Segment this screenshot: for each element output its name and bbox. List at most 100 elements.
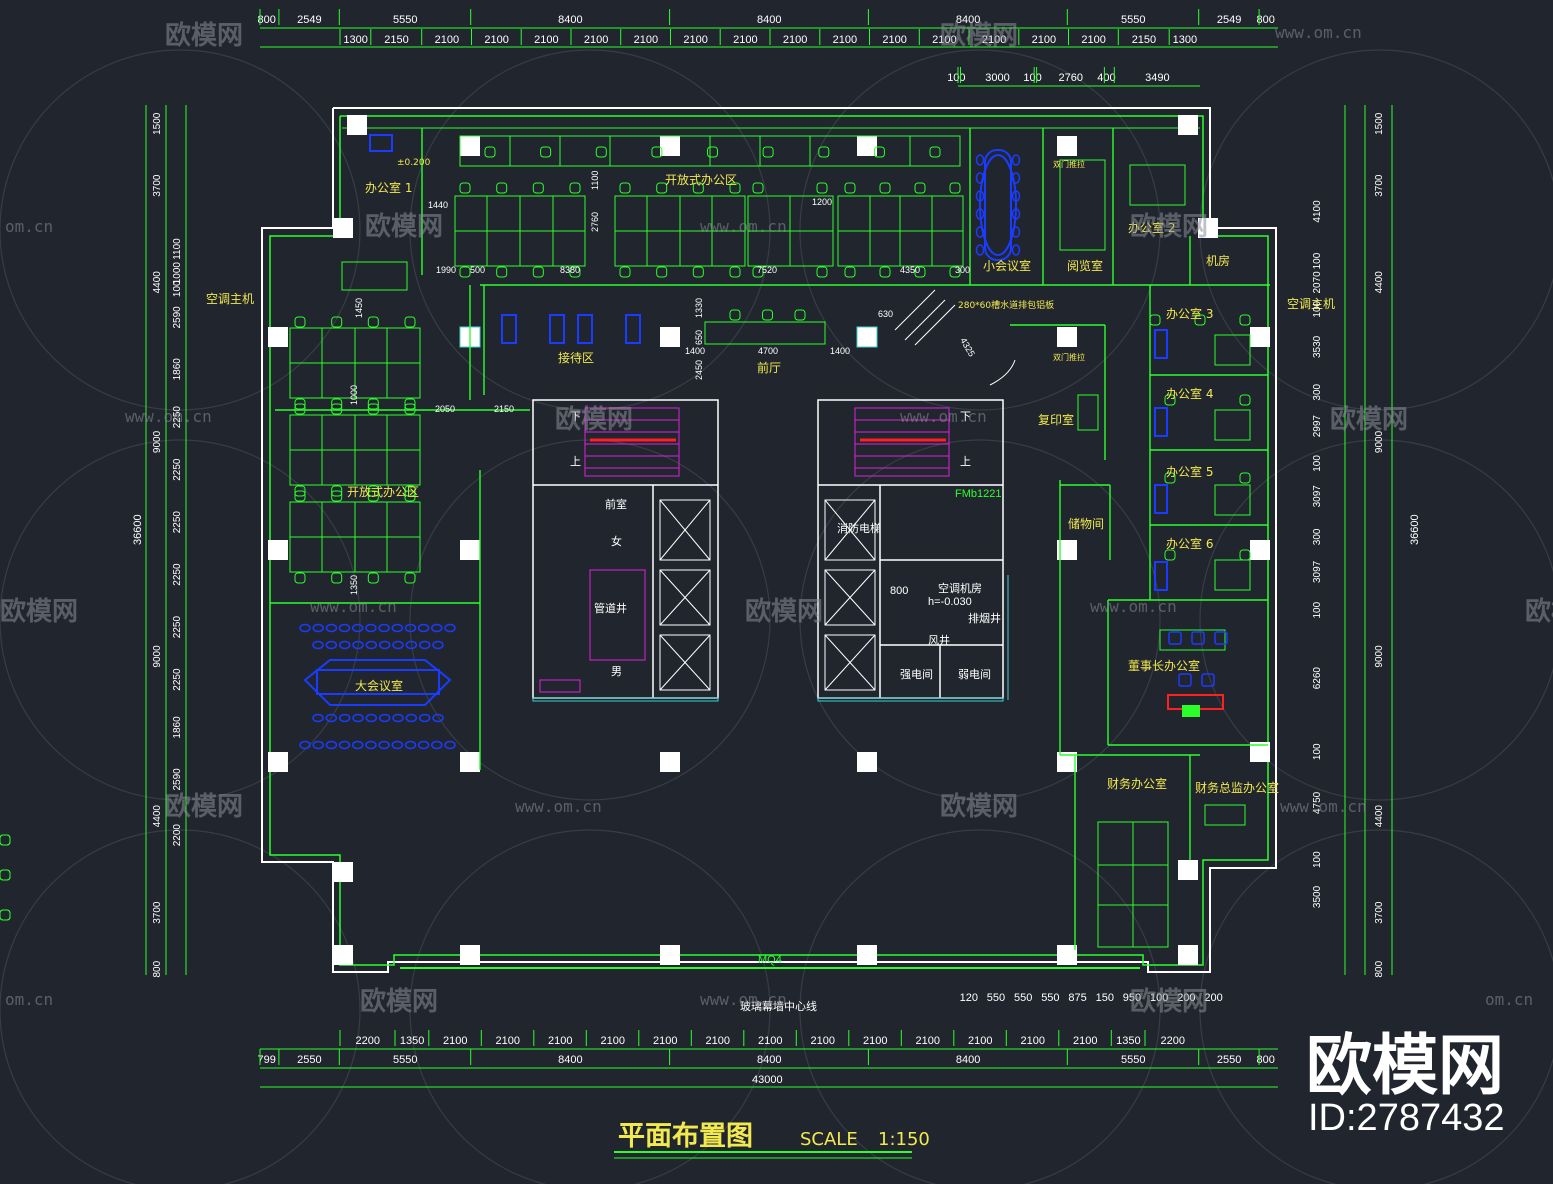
watermark-rings bbox=[0, 49, 1553, 1184]
dim-top_row2-5: 2100 bbox=[584, 34, 608, 46]
dim-bottom_row1-5: 2100 bbox=[601, 1035, 625, 1047]
dim-left_inner-7: 2250 bbox=[172, 511, 183, 534]
dim-top_row2-14: 2100 bbox=[1032, 34, 1056, 46]
dim-right_outer-5: 4400 bbox=[1374, 805, 1385, 828]
dim-2760: 2760 bbox=[590, 212, 600, 232]
label-female: 女 bbox=[611, 534, 622, 548]
brand-block: 欧模网 ID:2787432 bbox=[1306, 1027, 1505, 1139]
label-copy: 复印室 bbox=[1038, 412, 1074, 427]
label-ac-level: h=-0.030 bbox=[928, 596, 972, 608]
dim-left_inner-2: 100 bbox=[172, 280, 183, 297]
brand-logo-text: 欧模网 bbox=[1306, 1027, 1504, 1104]
label-finance: 财务办公室 bbox=[1107, 776, 1167, 791]
label-down-left: 下 bbox=[570, 411, 581, 423]
label-up-left: 上 bbox=[570, 455, 581, 468]
dim-1440: 1440 bbox=[428, 200, 448, 210]
dim-left_inner-8: 2250 bbox=[172, 563, 183, 586]
dim-top_row1-6: 5550 bbox=[1121, 14, 1145, 26]
dim-right_inner-4: 3530 bbox=[1312, 335, 1323, 358]
dim-top_row2-17: 1300 bbox=[1173, 34, 1197, 46]
drawing-title: 平面布置图 bbox=[618, 1121, 753, 1152]
label-glass-note: 玻璃幕墙中心线 bbox=[740, 999, 817, 1013]
watermark-url-7: www.om.cn bbox=[1090, 597, 1177, 616]
dim-630: 630 bbox=[878, 309, 893, 319]
dim-right_inner-9: 300 bbox=[1312, 528, 1323, 545]
dim-left_outer-7: 800 bbox=[152, 960, 163, 977]
dim-top_row2-3: 2100 bbox=[484, 34, 508, 46]
meeting-chairs bbox=[299, 154, 1228, 750]
label-small-meeting: 小会议室 bbox=[983, 258, 1031, 273]
dim-top_row3-3: 2760 bbox=[1059, 72, 1083, 84]
dim-right_inner-13: 100 bbox=[1312, 743, 1323, 760]
dim-top_row1-4: 8400 bbox=[757, 14, 781, 26]
dim-bottom_row1-13: 2100 bbox=[1021, 1035, 1045, 1047]
dim-500: 500 bbox=[470, 265, 485, 275]
dim-bottom_row2-6: 5550 bbox=[1121, 1054, 1145, 1066]
scale-value: 1:150 bbox=[878, 1129, 930, 1150]
dim-top_row2-16: 2150 bbox=[1132, 34, 1156, 46]
label-reading: 阅览室 bbox=[1067, 258, 1103, 273]
label-door-note-2: 双门推拉 bbox=[1053, 352, 1085, 362]
dim-top_row2-15: 2100 bbox=[1081, 34, 1105, 46]
dim-bottom_row2-3: 8400 bbox=[558, 1054, 582, 1066]
dim-bottom_small-9: 200 bbox=[1204, 992, 1222, 1004]
meeting-tables bbox=[303, 134, 1168, 706]
dim-1350: 1350 bbox=[349, 575, 359, 595]
label-server: 机房 bbox=[1206, 253, 1230, 268]
dim-bottom_row1-10: 2100 bbox=[863, 1035, 887, 1047]
dim-1330: 1330 bbox=[694, 298, 704, 318]
brand-id: ID:2787432 bbox=[1308, 1097, 1505, 1139]
label-ac-left: 空调主机 bbox=[206, 292, 254, 306]
dim-left_outer-2: 4400 bbox=[152, 271, 163, 294]
dim-left_inner-1: 1000 bbox=[172, 262, 183, 285]
dim-bottom_small-5: 150 bbox=[1096, 992, 1114, 1004]
dim-right_inner-8: 3097 bbox=[1312, 485, 1323, 508]
watermark-7: 欧模网 bbox=[0, 596, 78, 627]
label-ramp-note: 280*60槽水道排包铝板 bbox=[958, 299, 1054, 311]
dim-bottom_row2-0: 799 bbox=[258, 1054, 276, 1066]
label-reception: 接待区 bbox=[558, 350, 594, 365]
dim-1400a: 1400 bbox=[685, 346, 705, 356]
chairman-desk bbox=[1167, 694, 1224, 717]
dim-left_inner-0: 1100 bbox=[172, 238, 183, 260]
dim-right_inner-14: 4750 bbox=[1312, 791, 1323, 814]
dim-right_inner-11: 100 bbox=[1312, 601, 1323, 618]
watermark-url-6: www.om.cn bbox=[310, 597, 397, 616]
core-walls bbox=[532, 399, 1004, 699]
dim-bottom_small-4: 875 bbox=[1068, 992, 1086, 1004]
dim-top_row3-4: 400 bbox=[1097, 72, 1115, 84]
ramp bbox=[894, 289, 1016, 386]
dim-2050: 2050 bbox=[435, 404, 455, 414]
watermark-url-9: www.om.cn bbox=[1280, 797, 1367, 816]
dim-left_inner-6: 2250 bbox=[172, 458, 183, 481]
watermark-13: 欧模网 bbox=[1130, 986, 1208, 1017]
watermark-url-1: www.om.cn bbox=[1275, 23, 1362, 42]
watermark-8: 欧模网 bbox=[745, 596, 823, 627]
label-fire-elevator: 消防电梯 bbox=[837, 521, 881, 535]
dim-left_inner-12: 2590 bbox=[172, 768, 183, 791]
dim-bottom_row2-2: 5550 bbox=[393, 1054, 417, 1066]
dim-top_row3-0: 100 bbox=[947, 72, 965, 84]
dim-2150: 2150 bbox=[494, 404, 514, 414]
watermark-url-3: www.om.cn bbox=[700, 217, 787, 236]
label-wind: 风井 bbox=[928, 633, 950, 647]
watermark-3: 欧模网 bbox=[365, 211, 443, 242]
label-office1: 办公室 1 bbox=[365, 180, 412, 195]
dim-bottom_row1-7: 2100 bbox=[706, 1035, 730, 1047]
dim-bottom_row1-12: 2100 bbox=[968, 1035, 992, 1047]
dim-right_inner-5: 300 bbox=[1312, 383, 1323, 400]
dim-top_row1-7: 2549 bbox=[1217, 14, 1241, 26]
dim-right_outer-7: 800 bbox=[1374, 960, 1385, 977]
dim-top_row2-8: 2100 bbox=[733, 34, 757, 46]
interior-walls bbox=[270, 128, 1270, 950]
dim-top_row2-11: 2100 bbox=[882, 34, 906, 46]
dim-8380: 8380 bbox=[560, 265, 580, 275]
stairs bbox=[539, 407, 950, 693]
watermark-9: 欧模网 bbox=[1525, 596, 1553, 627]
dim-bottom_row1-1: 1350 bbox=[400, 1035, 424, 1047]
dim-bottom_row2-4: 8400 bbox=[757, 1054, 781, 1066]
dim-top_row2-9: 2100 bbox=[783, 34, 807, 46]
dim-top_row1-8: 800 bbox=[1257, 14, 1275, 26]
